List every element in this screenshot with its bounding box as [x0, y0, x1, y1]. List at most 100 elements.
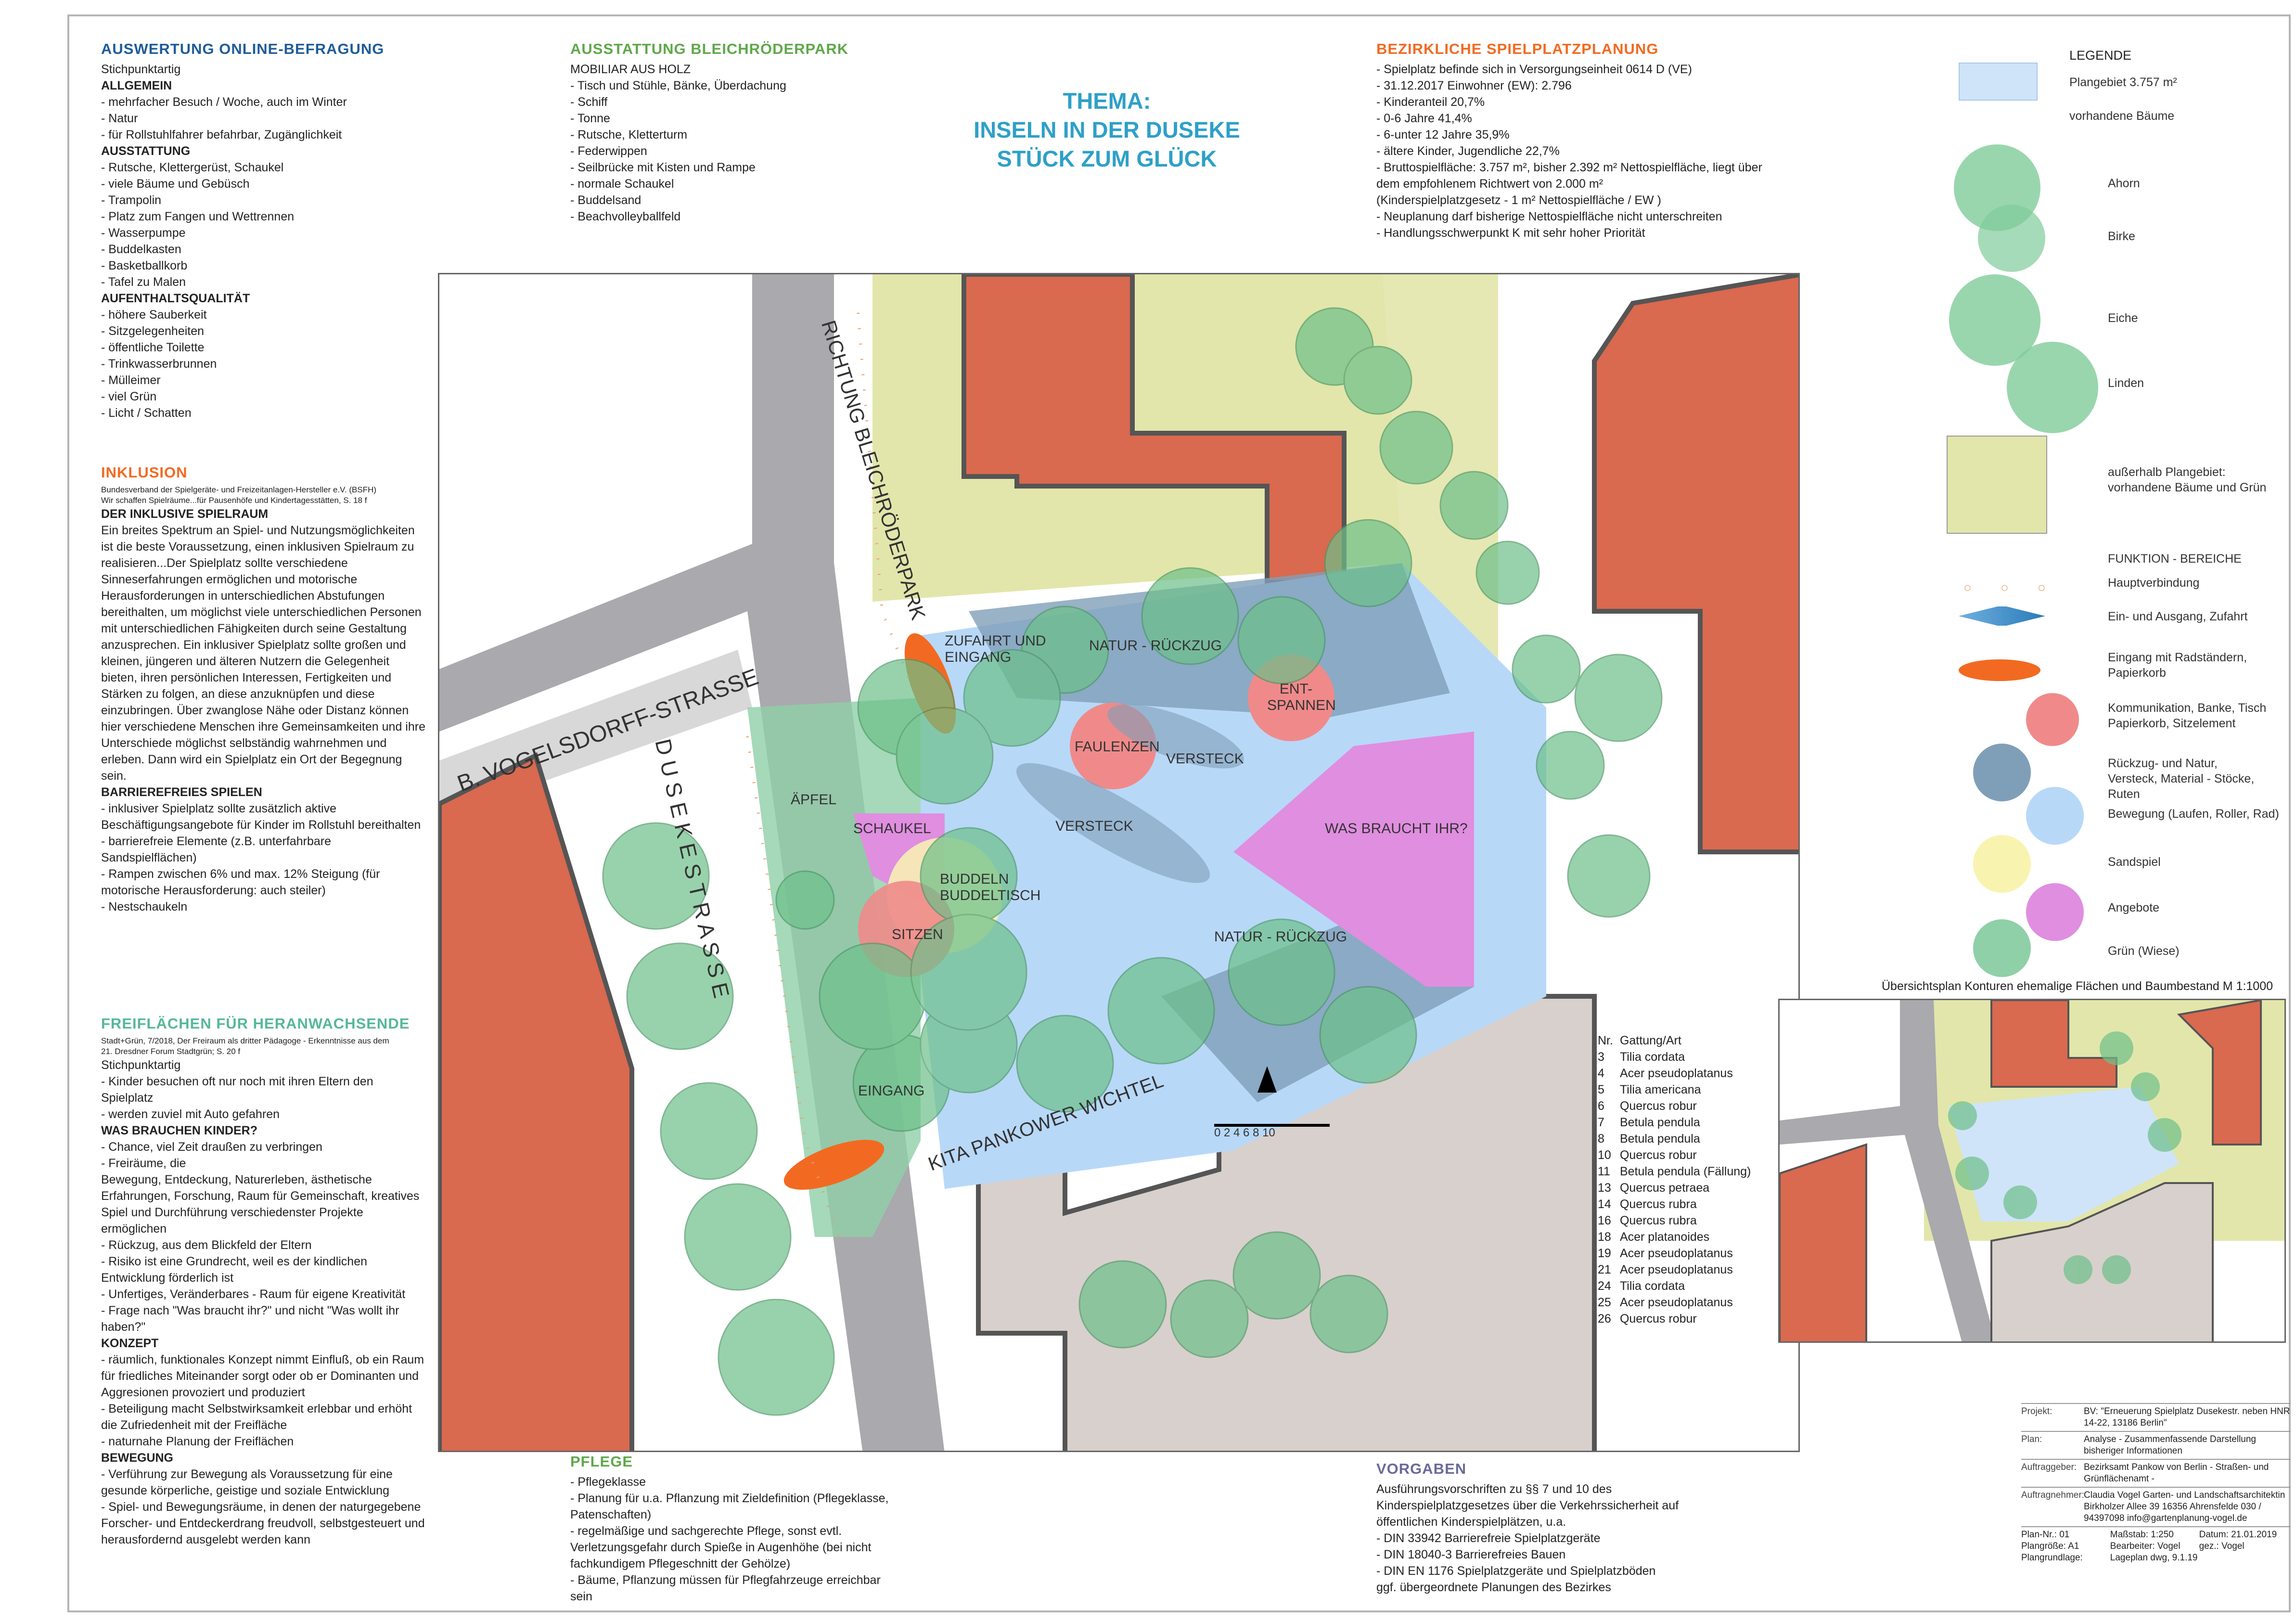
legend-ahorn: Ahorn: [2108, 177, 2140, 190]
species-name: Acer platanoides: [1619, 1230, 1710, 1244]
list-item: - Bruttospielfläche: 3.757 m², bisher 2.…: [1376, 161, 1762, 191]
list-item: - werden zuviel mit Auto gefahren: [101, 1107, 280, 1121]
survey-title: AUSWERTUNG ONLINE-BEFRAGUNG: [101, 40, 385, 57]
inclusion-head-1: DER INKLUSIVE SPIELRAUM: [101, 507, 269, 521]
label-faulenzen: FAULENZEN: [1075, 739, 1160, 755]
equip-list: - Rutsche, Klettergerüst, Schaukel- viel…: [101, 159, 438, 290]
label-eingang: EINGANG: [858, 1083, 925, 1099]
species-name: Acer pseudoplatanus: [1619, 1247, 1733, 1260]
legend-bike: Eingang mit Radständern, Papierkorb: [2108, 651, 2247, 680]
teen-title: FREIFLÄCHEN FÜR HERANWACHSENDE: [101, 1015, 410, 1032]
sheet-frame: [67, 14, 2291, 1612]
green-swatch: [1973, 919, 2031, 977]
list-item: - Licht / Schatten: [101, 406, 192, 420]
survey-section: AUSWERTUNG ONLINE-BEFRAGUNG Stichpunktar…: [101, 41, 438, 421]
inclusion-head-2: BARRIEREFREIES SPIELEN: [101, 785, 262, 799]
list-item: - Verführung zur Bewegung als Voraussetz…: [101, 1468, 393, 1497]
bike-entry-icon: [1959, 659, 2040, 681]
species-head-nr: Nr.: [1598, 1034, 1613, 1047]
list-item: - Rampen zwischen 6% und max. 12% Steigu…: [101, 867, 380, 897]
species-name: Tilia cordata: [1619, 1279, 1685, 1293]
legend-entry: Ein- und Ausgang, Zufahrt: [2108, 610, 2248, 623]
teen-head-1: WAS BRAUCHEN KINDER?: [101, 1124, 257, 1137]
list-item: - DIN EN 1176 Spielplatzgeräte und Spiel…: [1376, 1564, 1656, 1578]
theme-line-1: THEMA:: [1063, 88, 1151, 114]
rules-title: VORGABEN: [1376, 1460, 1467, 1477]
list-item: - höhere Sauberkeit: [101, 308, 207, 322]
list-item: - 31.12.2017 Einwohner (EW): 2.796: [1376, 79, 1572, 92]
species-name: Quercus robur: [1619, 1148, 1697, 1162]
label-entspannen: ENT- SPANNEN: [1267, 681, 1336, 713]
legend-nature: Rückzug- und Natur, Versteck, Material -…: [2108, 757, 2255, 801]
label-buddeln: BUDDELN BUDDELTISCH: [940, 871, 1041, 903]
district-section: BEZIRKLICHE SPIELPLATZPLANUNG - Spielpla…: [1376, 41, 1771, 241]
list-item: - Buddelsand: [570, 193, 641, 207]
rules-section: VORGABEN Ausführungsvorschriften zu §§ 7…: [1376, 1461, 1713, 1596]
tb-meta-item: Plan-Nr.: 01: [2021, 1530, 2070, 1540]
list-item: - inklusiver Spielplatz sollte zusätzlic…: [101, 802, 421, 832]
legend-move: Bewegung (Laufen, Roller, Rad): [2108, 807, 2279, 821]
inclusion-source-2: Wir schaffen Spielräume...für Pausenhöfe…: [101, 496, 367, 505]
teen-head-3: BEWEGUNG: [101, 1451, 173, 1465]
species-name: Tilia cordata: [1619, 1050, 1685, 1064]
tb-meta-item: Lageplan dwg, 9.1.19: [2110, 1553, 2198, 1563]
list-item: - DIN 33942 Barrierefreie Spielplatzgerä…: [1376, 1532, 1601, 1545]
species-name: Acer pseudoplatanus: [1619, 1296, 1733, 1309]
tb-meta-item: Maßstab: 1:250: [2110, 1530, 2174, 1540]
nature-swatch: [1973, 744, 2031, 801]
list-item: - Planung für u.a. Pflanzung mit Zieldef…: [570, 1492, 889, 1521]
list-item: - Tonne: [570, 112, 610, 125]
scale-bar: 0 2 4 6 8 10: [1214, 1126, 1275, 1139]
tb-an-key: Auftragnehmer:: [2021, 1490, 2084, 1500]
teen-list-3: - räumlich, funktionales Konzept nimmt E…: [101, 1352, 428, 1450]
species-nr: 16: [1598, 1214, 1611, 1227]
species-name: Quercus petraea: [1619, 1181, 1710, 1195]
legend-outside: außerhalb Plangebiet: vorhandene Bäume u…: [2108, 465, 2267, 494]
general-list: - mehrfacher Besuch / Woche, auch im Win…: [101, 94, 438, 143]
theme-line-2: INSELN IN DER DUSEKE: [974, 117, 1240, 142]
theme-line-3: STÜCK ZUM GLÜCK: [997, 146, 1217, 171]
list-item: - barrierefreie Elemente (z.B. unterfahr…: [101, 835, 331, 864]
list-item: - 0-6 Jahre 41,4%: [1376, 112, 1472, 125]
list-item: - Nestschaukeln: [101, 900, 188, 914]
list-item: - Wasserpumpe: [101, 226, 186, 240]
survey-intro: Stichpunktartig: [101, 63, 181, 76]
label-schaukel: SCHAUKEL: [853, 821, 931, 837]
list-item: - Risiko ist eine Grundrecht, weil es de…: [101, 1255, 368, 1285]
list-item: - Frage nach "Was braucht ihr?" und nich…: [101, 1304, 399, 1334]
species-nr: 4: [1598, 1067, 1604, 1080]
list-item: Bewegung, Entdeckung, Naturerleben, ästh…: [101, 1173, 420, 1236]
tb-auftragnehmer: Claudia Vogel Garten- und Landschaftsarc…: [2084, 1490, 2285, 1523]
species-nr: 14: [1598, 1197, 1611, 1211]
inclusion-list: - inklusiver Spielplatz sollte zusätzlic…: [101, 800, 428, 915]
district-title: BEZIRKLICHE SPIELPLATZPLANUNG: [1376, 40, 1659, 57]
list-item: - Buddelkasten: [101, 243, 181, 256]
list-item: - normale Schaukel: [570, 177, 674, 191]
list-item: - regelmäßige und sachgerechte Pflege, s…: [570, 1524, 872, 1571]
teen-source-2: 21. Dresdner Forum Stadtgrün; S. 20 f: [101, 1047, 241, 1056]
list-item: - Rückzug, aus dem Blickfeld der Eltern: [101, 1238, 312, 1252]
species-nr: 11: [1598, 1165, 1610, 1178]
species-row: 25 Acer pseudoplatanus: [1598, 1294, 1757, 1311]
teen-intro: Stichpunktartig: [101, 1058, 181, 1072]
list-item: - für Rollstuhlfahrer befahrbar, Zugängl…: [101, 128, 342, 142]
species-nr: 3: [1598, 1050, 1604, 1064]
species-nr: 25: [1598, 1296, 1611, 1309]
list-item: - mehrfacher Besuch / Woche, auch im Win…: [101, 95, 347, 109]
park-list: - Tisch und Stühle, Bänke, Überdachung- …: [570, 77, 859, 225]
tb-meta-item: Plangröße: A1: [2021, 1541, 2079, 1551]
legend-offers: Angebote: [2108, 901, 2160, 914]
tb-auftraggeber: Bezirksamt Pankow von Berlin - Straßen- …: [2084, 1462, 2269, 1484]
birke-icon: [1978, 205, 2045, 272]
list-item: - räumlich, funktionales Konzept nimmt E…: [101, 1353, 424, 1399]
legend-birke: Birke: [2108, 230, 2135, 243]
